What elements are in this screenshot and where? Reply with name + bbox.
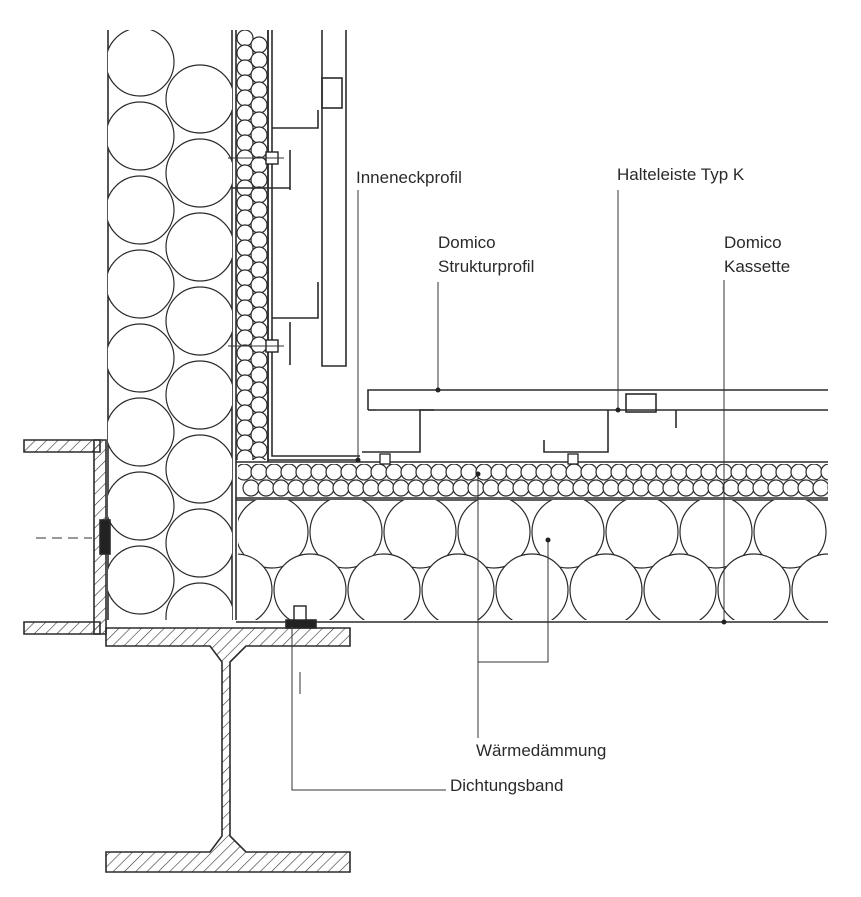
- steel-channel: [23, 439, 111, 635]
- wall-fasteners: [228, 151, 284, 353]
- label-kassette-1: Domico: [724, 233, 782, 252]
- steel-i-beam: [105, 605, 351, 873]
- vertical-cassette-profile: [232, 30, 347, 367]
- label-dichtungsband: Dichtungsband: [450, 776, 563, 795]
- roof-fasteners: [379, 453, 579, 465]
- roof-insulation-large: [236, 499, 828, 623]
- wall-insulation-small: [235, 30, 269, 462]
- horizontal-profile: [362, 389, 828, 453]
- leader-lines: [291, 190, 727, 791]
- label-inneneckprofil: Inneneckprofil: [356, 168, 462, 187]
- label-waermedaemmung: Wärmedämmung: [476, 741, 606, 760]
- label-strukturprofil-2: Strukturprofil: [438, 257, 534, 276]
- wall-insulation-large: [107, 30, 233, 620]
- inner-corner-profile: [267, 30, 360, 461]
- roof-insulation-small: [235, 461, 828, 620]
- label-halteleiste: Halteleiste Typ K: [617, 165, 745, 184]
- callout-labels: Inneneckprofil Halteleiste Typ K Domico …: [356, 165, 790, 795]
- label-strukturprofil-1: Domico: [438, 233, 496, 252]
- label-kassette-2: Kassette: [724, 257, 790, 276]
